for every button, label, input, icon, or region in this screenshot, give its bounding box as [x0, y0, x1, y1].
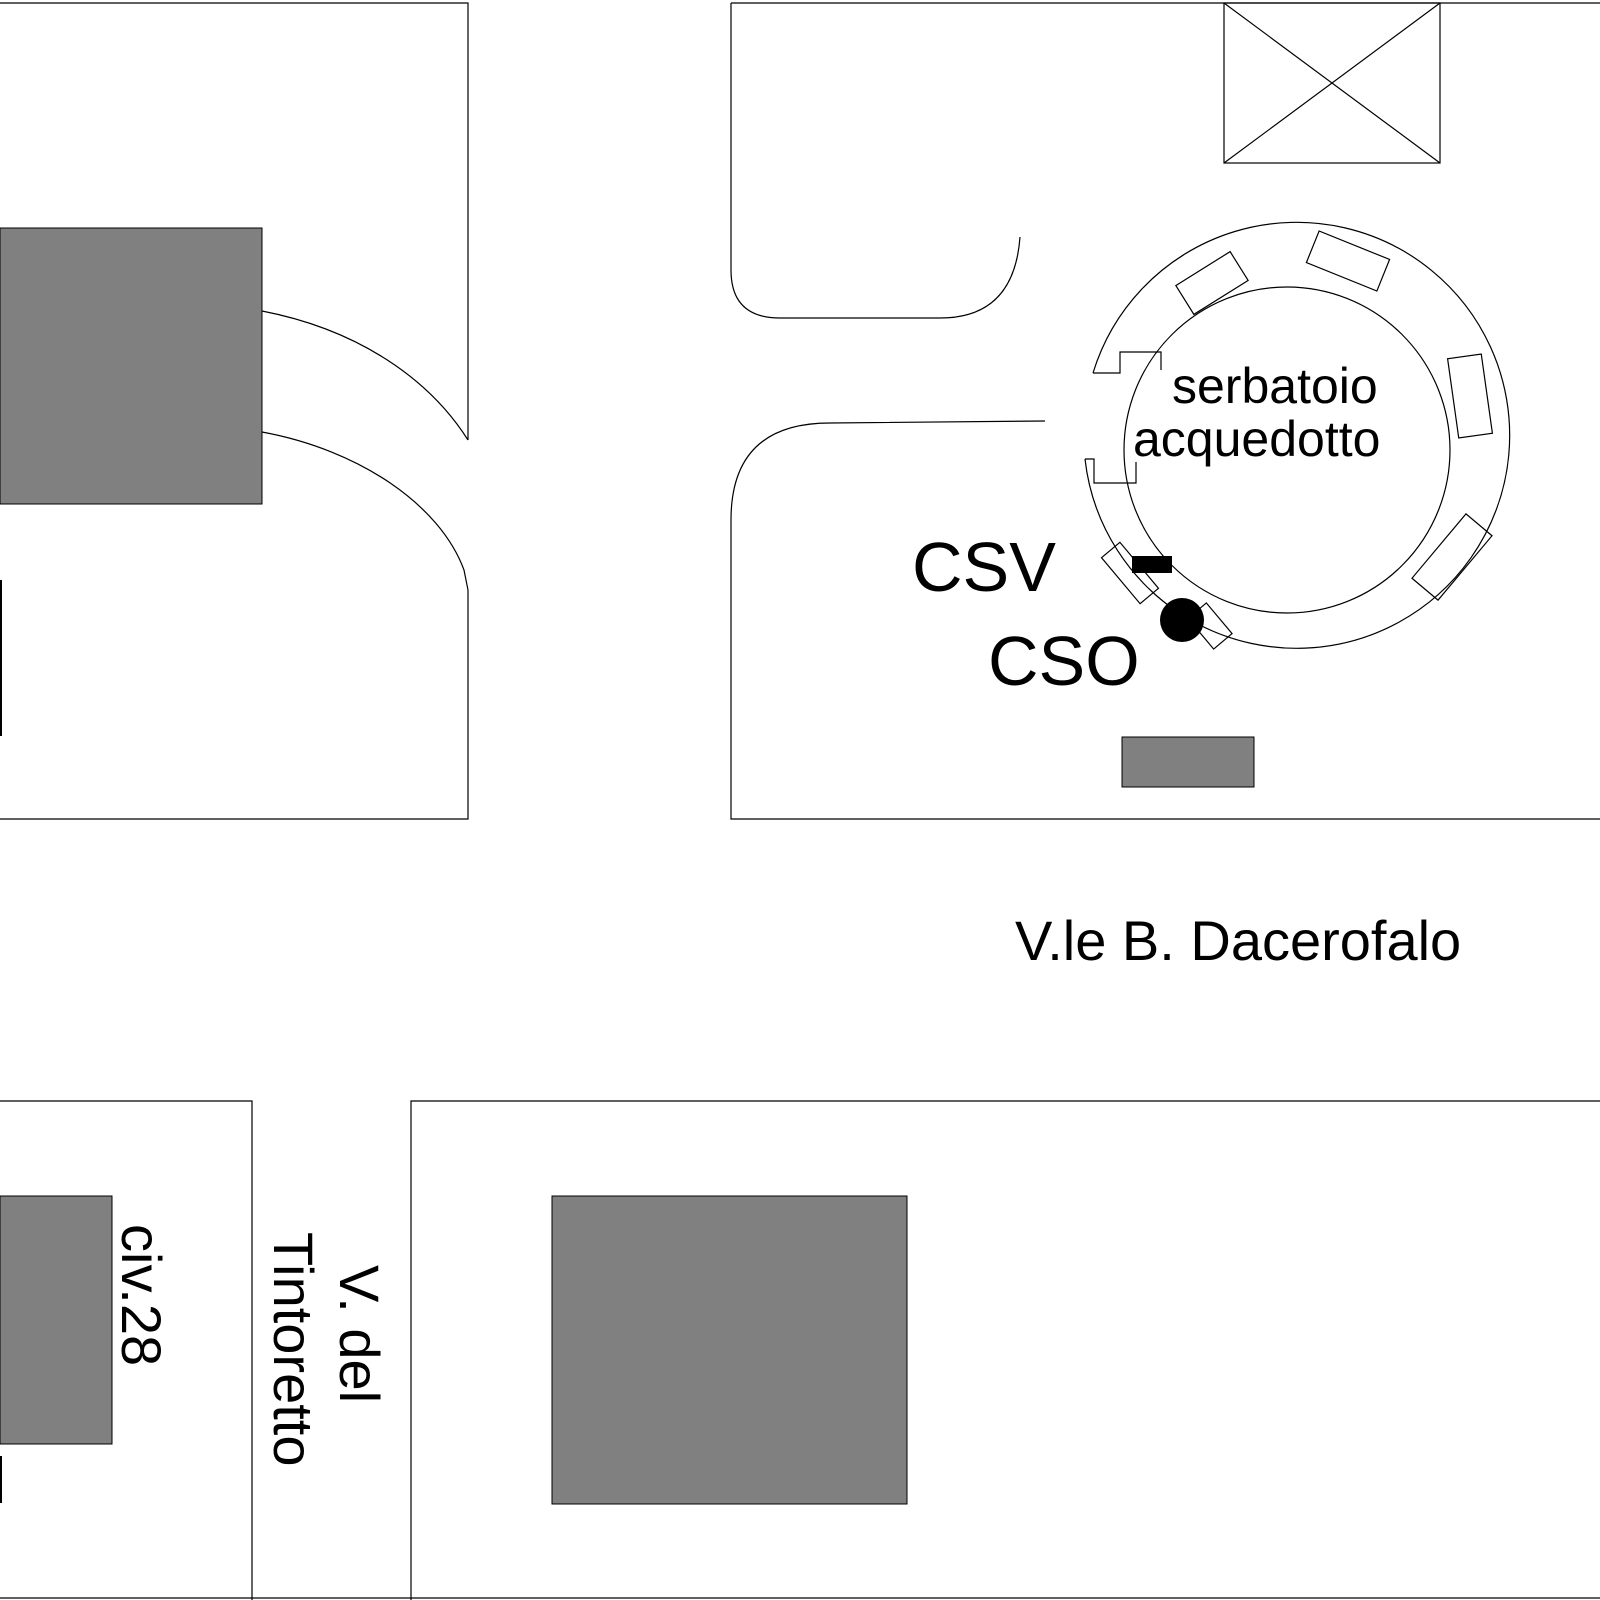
street-label-side-line2: Tintoretto: [262, 1232, 325, 1466]
tank-label-line2: acquedotto: [1133, 411, 1380, 467]
building-bottom-center: [551, 1195, 908, 1505]
tank-gap-upper: [1093, 351, 1162, 374]
csv-label: CSV: [912, 528, 1056, 606]
street-label-side-line1: V. del: [328, 1265, 391, 1403]
crossed-box: [1223, 2, 1441, 164]
building-bottom-left: [0, 1195, 113, 1445]
csv-marker: [1132, 556, 1172, 573]
cso-marker: [1160, 598, 1204, 642]
building-top-left: [0, 227, 263, 505]
tank-gap-lower: [1085, 458, 1137, 484]
tank-inner-ring: [1123, 286, 1451, 614]
house-number-label: civ.28: [110, 1224, 173, 1366]
block-bottom-left: [0, 1100, 253, 1600]
building-small-right: [1121, 736, 1255, 788]
cso-label: CSO: [988, 622, 1140, 700]
block-top-right: [730, 2, 1600, 820]
markers: CSV CSO: [912, 528, 1204, 700]
block-top-left: [0, 2, 469, 820]
tank-label-line1: serbatoio: [1172, 358, 1378, 414]
street-label-main: V.le B. Dacerofalo: [1015, 909, 1461, 972]
block-bottom-right: [410, 1100, 1600, 1600]
water-tank: serbatoio acquedotto: [1084, 221, 1511, 650]
